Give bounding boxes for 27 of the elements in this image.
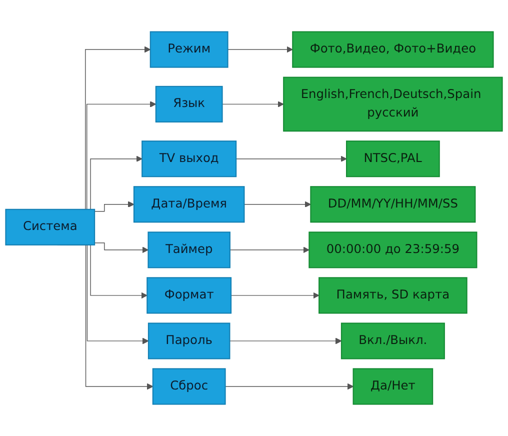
arrow	[94, 242, 149, 254]
node-box: Дата/Время	[133, 186, 245, 223]
node-box: NTSC,PAL	[346, 140, 440, 178]
arrow	[229, 338, 342, 344]
node-box: DD/MM/YY/HH/MM/SS	[310, 186, 476, 223]
node-box: Вкл./Выкл.	[340, 322, 445, 360]
node-box: Фото,Видео, Фото+Видео	[292, 31, 494, 68]
arrow	[94, 201, 134, 212]
node-box: Формат	[146, 277, 232, 314]
node-box: Сброс	[152, 368, 226, 405]
arrow	[230, 292, 320, 299]
node-box: Система	[5, 208, 96, 246]
node-box: TV выход	[142, 140, 237, 178]
arrow	[222, 101, 284, 108]
arrow	[236, 156, 347, 162]
node-box: Режим	[150, 31, 228, 68]
node-box: English,French,Deutsch,Spain русский	[283, 76, 503, 132]
arrow	[227, 46, 293, 53]
arrow	[230, 246, 310, 254]
node-box: Пароль	[148, 322, 230, 360]
arrow	[244, 201, 311, 208]
node-box: Память, SD карта	[318, 277, 468, 314]
node-box: Таймер	[148, 232, 230, 268]
arrow	[224, 383, 354, 390]
node-box: 00:00:00 до 23:59:59	[308, 232, 478, 268]
node-box: Да/Нет	[352, 368, 434, 405]
node-box: Язык	[155, 86, 223, 122]
